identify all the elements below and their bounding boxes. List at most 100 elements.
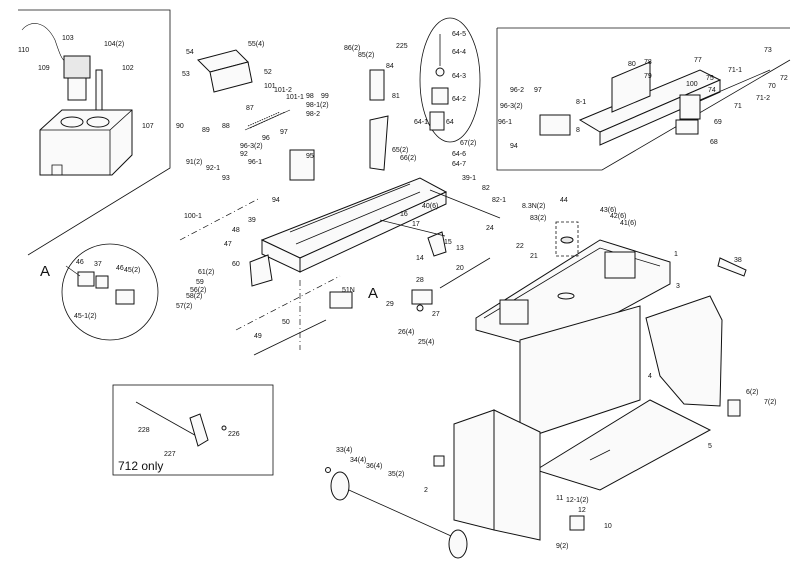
- part-callout-c107: 107: [142, 123, 154, 130]
- vise-jaw: [611, 61, 651, 113]
- stand-panels: [433, 295, 741, 541]
- part-callout-c644: 64-4: [452, 49, 466, 56]
- part-callout-cr79: 79: [644, 73, 652, 80]
- part-callout-c99: 99: [321, 93, 329, 100]
- part-callout-ca452: 45(2): [124, 267, 140, 274]
- part-callout-c48: 48: [232, 227, 240, 234]
- part-callout-cr69: 69: [714, 119, 722, 126]
- part-callout-c60: 60: [232, 261, 240, 268]
- part-callout-c98: 98: [306, 93, 314, 100]
- part-callout-c572: 57(2): [176, 303, 192, 310]
- part-callout-cr711: 71-1: [728, 67, 742, 74]
- part-callout-cr961: 96-1: [498, 119, 512, 126]
- wheel-right: [448, 529, 468, 559]
- shelf-5: [534, 399, 712, 491]
- part-callout-c9812: 98-1(2): [306, 102, 329, 109]
- part-callout-c82: 82: [482, 185, 490, 192]
- part-callout-cb227: 227: [164, 451, 176, 458]
- inset-frame: [112, 384, 274, 476]
- part-callout-c254: 25(4): [418, 339, 434, 346]
- part-callout-c54: 54: [186, 49, 194, 56]
- part-callout-c110: 110: [18, 47, 29, 54]
- part-callout-c104: 104(2): [104, 41, 124, 48]
- part-callout-c94: 94: [272, 197, 280, 204]
- part-callout-c562: 56(2): [190, 287, 206, 294]
- part-callout-ca4512: 45-1(2): [74, 313, 97, 320]
- part-callout-c44: 44: [560, 197, 568, 204]
- part-callout-c646: 64-6: [452, 151, 466, 158]
- pump-body: [67, 77, 87, 101]
- part-callout-c1012: 101-2: [274, 87, 292, 94]
- part-callout-c12: 12: [578, 507, 586, 514]
- part-callout-c50: 50: [282, 319, 290, 326]
- part-callout-c9632: 96-3(2): [240, 143, 263, 150]
- part-callout-c225: 225: [396, 43, 408, 50]
- part-callout-c961: 96-1: [248, 159, 262, 166]
- part-callout-c1: 1: [674, 251, 678, 258]
- part-callout-c21: 21: [530, 253, 538, 260]
- part-callout-c87: 87: [246, 105, 254, 112]
- part-callout-c5: 5: [708, 443, 712, 450]
- part-callout-c49: 49: [254, 333, 262, 340]
- part-callout-c67: 67(2): [460, 140, 476, 147]
- part-callout-c86: 86(2): [344, 45, 360, 52]
- part-callout-c64: 64: [446, 119, 454, 126]
- part-callout-c352: 35(2): [388, 471, 404, 478]
- part-callout-cr78: 78: [644, 59, 652, 66]
- part-callout-cr73: 73: [764, 47, 772, 54]
- base-tray: [475, 221, 671, 351]
- part-callout-c29: 29: [386, 301, 394, 308]
- inset-712-box: [112, 384, 274, 476]
- part-callout-c22: 22: [516, 243, 524, 250]
- coolant-pump-group: [21, 23, 133, 176]
- part-callout-c426: 42(6): [610, 213, 626, 220]
- spring-assemblies: [179, 111, 747, 356]
- part-callout-cr712: 71-2: [756, 95, 770, 102]
- part-callout-c38: 38: [734, 257, 742, 264]
- part-callout-c53: 53: [182, 71, 190, 78]
- part-callout-c14: 14: [416, 255, 424, 262]
- pump-pipe: [95, 69, 103, 111]
- part-callout-c93: 93: [222, 175, 230, 182]
- section-a-label-bottom: A: [368, 285, 378, 302]
- part-callout-cr8: 8: [576, 127, 580, 134]
- part-callout-c17: 17: [412, 221, 420, 228]
- part-callout-c40: 40(6): [422, 203, 438, 210]
- part-callout-c90: 90: [176, 123, 184, 130]
- part-callout-cr71: 71: [734, 103, 742, 110]
- part-callout-c582: 58(2): [186, 293, 202, 300]
- part-callout-c416: 41(6): [620, 220, 636, 227]
- part-callout-c436: 43(6): [600, 207, 616, 214]
- part-callout-cr68: 68: [710, 139, 718, 146]
- arm-81: [369, 115, 389, 171]
- part-callout-c102: 102: [122, 65, 134, 72]
- part-callout-c642: 64-2: [452, 96, 466, 103]
- part-callout-c59: 59: [196, 279, 204, 286]
- part-callout-cb228: 228: [138, 427, 150, 434]
- part-callout-c344: 34(4): [350, 457, 366, 464]
- detail-circle-a: [61, 243, 159, 341]
- part-callout-ca37: 37: [94, 261, 102, 268]
- part-callout-c101: 101: [264, 83, 276, 90]
- part-callout-cr962: 96-2: [510, 87, 524, 94]
- pump-motor: [63, 55, 91, 79]
- part-callout-c264: 26(4): [398, 329, 414, 336]
- part-callout-c391: 39-1: [462, 175, 476, 182]
- part-callout-c647: 64-7: [452, 161, 466, 168]
- part-callout-ca46b: 46: [116, 265, 124, 272]
- part-callout-c55: 55(4): [248, 41, 264, 48]
- part-callout-c95: 95: [306, 153, 314, 160]
- blade-guide-225: [419, 17, 481, 143]
- part-callout-c982: 98-2: [306, 111, 320, 118]
- wheel-axle: [325, 467, 468, 559]
- part-callout-c11: 11: [556, 495, 563, 502]
- part-callout-cr81: 8-1: [576, 99, 586, 106]
- part-callout-c81: 81: [392, 93, 400, 100]
- part-callout-c47: 47: [224, 241, 232, 248]
- feed-mechanism: [379, 189, 501, 312]
- part-callout-cr9632: 96-3(2): [500, 103, 523, 110]
- variant-note-712: 712 only: [118, 459, 163, 473]
- part-callout-c1011: 101-1: [286, 94, 304, 101]
